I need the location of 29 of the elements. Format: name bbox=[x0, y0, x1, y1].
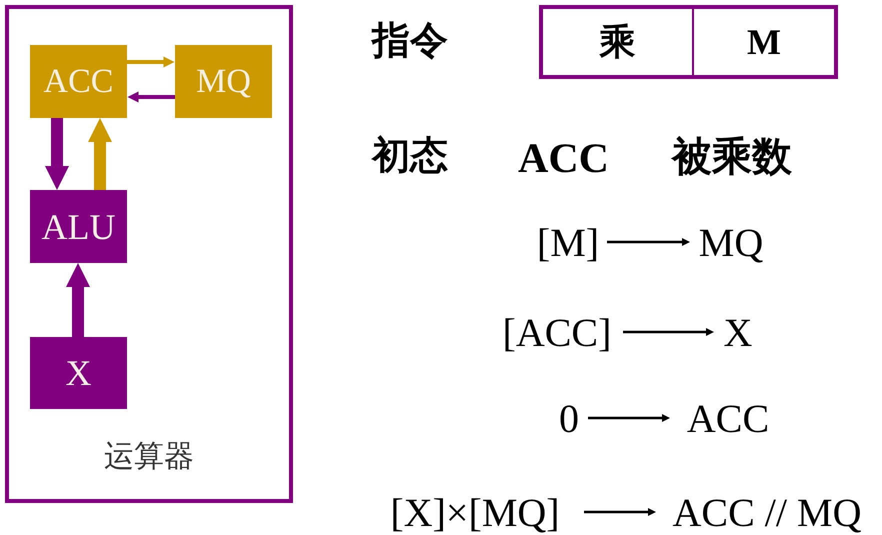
operand-text: 0 bbox=[554, 396, 584, 440]
register-name: ACC bbox=[518, 138, 609, 180]
register-box: ACC bbox=[30, 45, 127, 118]
arithmetic-unit-box bbox=[5, 5, 293, 503]
operand-text: [M] bbox=[533, 220, 603, 264]
arrow bbox=[623, 328, 714, 336]
arrow bbox=[588, 414, 670, 422]
address-field: M bbox=[692, 5, 838, 79]
operand-text: ACC bbox=[674, 396, 782, 440]
unit-title: 运算器 bbox=[104, 439, 194, 475]
arrow bbox=[128, 92, 175, 102]
operand-text: X bbox=[718, 310, 758, 354]
arrow bbox=[45, 118, 69, 190]
arrow bbox=[127, 56, 174, 68]
operand-text: [X]×[MQ] bbox=[370, 490, 580, 534]
row-label: 初态 bbox=[372, 137, 448, 175]
arrow bbox=[66, 263, 90, 337]
arrow bbox=[88, 118, 112, 190]
opcode-field: 乘 bbox=[539, 5, 694, 79]
operand-text: MQ bbox=[694, 220, 768, 264]
arrow bbox=[584, 508, 656, 516]
row-label: 指令 bbox=[372, 22, 448, 60]
operand-text: [ACC] bbox=[495, 310, 619, 354]
register-box: MQ bbox=[175, 45, 272, 118]
arrow bbox=[607, 238, 690, 246]
alu-box: ALU bbox=[30, 190, 127, 263]
register-box: X bbox=[30, 337, 127, 409]
operand-text: ACC // MQ bbox=[660, 490, 874, 534]
value-text: 被乘数 bbox=[672, 137, 792, 177]
